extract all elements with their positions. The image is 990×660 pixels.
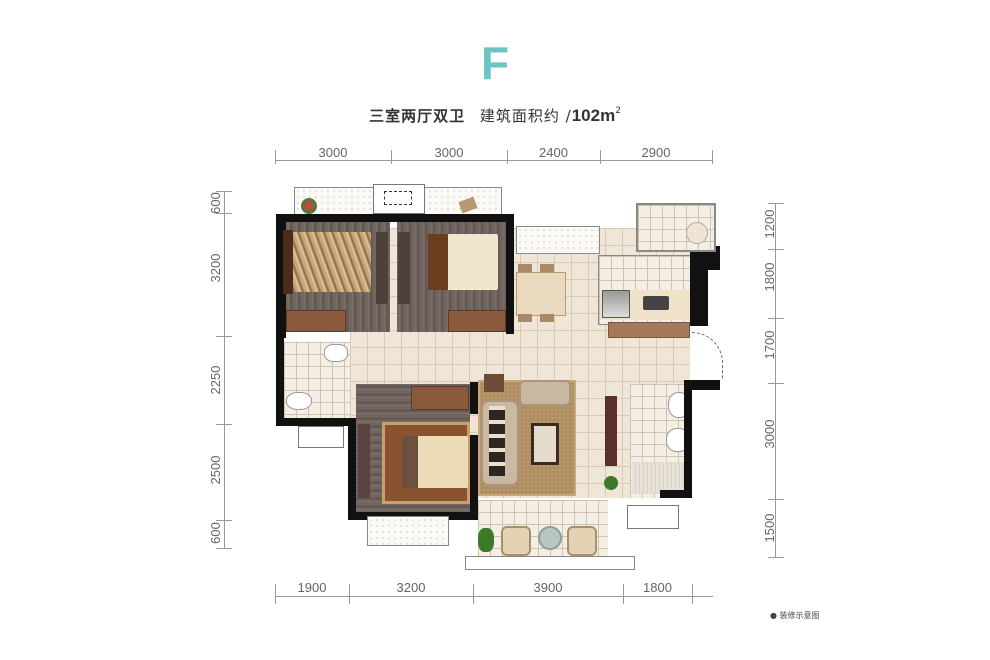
dim-right-1: 1200 (762, 209, 777, 239)
wall (348, 420, 358, 520)
master-balcony (367, 516, 449, 546)
dim-right-3: 1700 (762, 330, 777, 360)
unit-type-letter: F (480, 37, 510, 89)
wall (684, 380, 692, 498)
plant-icon (301, 198, 317, 214)
unit-subtitle: 三室两厅双卫 建筑面积约 /102m2 (0, 100, 990, 127)
dim-bottom-2: 3200 (396, 580, 426, 595)
dim-bottom-1: 1900 (297, 580, 327, 595)
dim-left-3: 2250 (208, 365, 223, 395)
wardrobe (411, 386, 469, 410)
dim-bottom-3: 3900 (533, 580, 563, 595)
washing-machine (686, 222, 708, 244)
tv-cabinet (605, 396, 617, 466)
wardrobe (286, 310, 346, 332)
armchair (519, 380, 571, 406)
sink (602, 290, 630, 318)
ac-unit-top (373, 184, 425, 214)
coffee-table (531, 423, 559, 465)
dim-left-4: 2500 (208, 455, 223, 485)
wardrobe (448, 310, 506, 332)
door (376, 232, 388, 304)
dim-top-3: 2400 (539, 145, 568, 160)
balcony-railing (465, 556, 635, 570)
decoration-note-text: 装修示意图 (779, 611, 820, 620)
cabinet-strip (608, 322, 690, 338)
bullet-icon: ● (770, 611, 777, 620)
dim-top-2: 3000 (434, 145, 464, 160)
wall (276, 418, 356, 426)
lounge-chair (501, 526, 531, 556)
entry-door (692, 332, 723, 379)
dining-chair (518, 314, 532, 322)
wardrobe-side (358, 424, 370, 498)
area-label: 建筑面积约 / (479, 107, 572, 125)
plant-icon (478, 528, 494, 552)
bed-headboard (283, 230, 293, 294)
dining-chair (540, 314, 554, 322)
wall (470, 435, 478, 515)
lounge-chair (567, 526, 597, 556)
sofa-cushions (489, 406, 505, 476)
shower-area (632, 462, 688, 494)
bed (289, 232, 371, 292)
dim-top-1: 3000 (318, 145, 348, 160)
wall (470, 382, 478, 414)
toilet (286, 392, 312, 410)
area-value: 102m (571, 106, 616, 125)
dim-right-4: 3000 (762, 419, 777, 449)
dining-table (516, 272, 566, 316)
ac-unit-icon (384, 191, 412, 205)
decoration-note: ● 装修示意图 (770, 610, 820, 621)
dining-chair (518, 264, 532, 272)
area-unit-sup: 2 (615, 106, 621, 116)
round-table (538, 526, 562, 550)
wall (276, 214, 286, 338)
wall (660, 490, 692, 498)
dim-left-2: 3200 (208, 253, 223, 283)
dining-balcony (516, 226, 600, 254)
dim-left-5: 600 (208, 522, 223, 544)
layout-type: 三室两厅双卫 (369, 107, 466, 125)
wall (506, 214, 514, 334)
door (398, 232, 410, 304)
bathroom-sink (324, 344, 348, 362)
ac-unit (627, 505, 679, 529)
wall (690, 380, 720, 390)
dim-right-2: 1800 (762, 262, 777, 292)
wall (276, 214, 514, 222)
plant-icon (604, 476, 618, 490)
wall (276, 334, 284, 426)
dining-chair (540, 264, 554, 272)
side-table (484, 374, 504, 392)
ac-unit (298, 426, 344, 448)
stove (643, 296, 669, 310)
bed-blanket (402, 436, 418, 488)
dim-left-1: 600 (208, 192, 223, 214)
dim-top-4: 2900 (641, 145, 671, 160)
dim-right-5: 1500 (762, 513, 777, 543)
dim-bottom-4: 1800 (643, 580, 672, 595)
bed-blanket (428, 234, 448, 290)
wall (690, 270, 708, 326)
